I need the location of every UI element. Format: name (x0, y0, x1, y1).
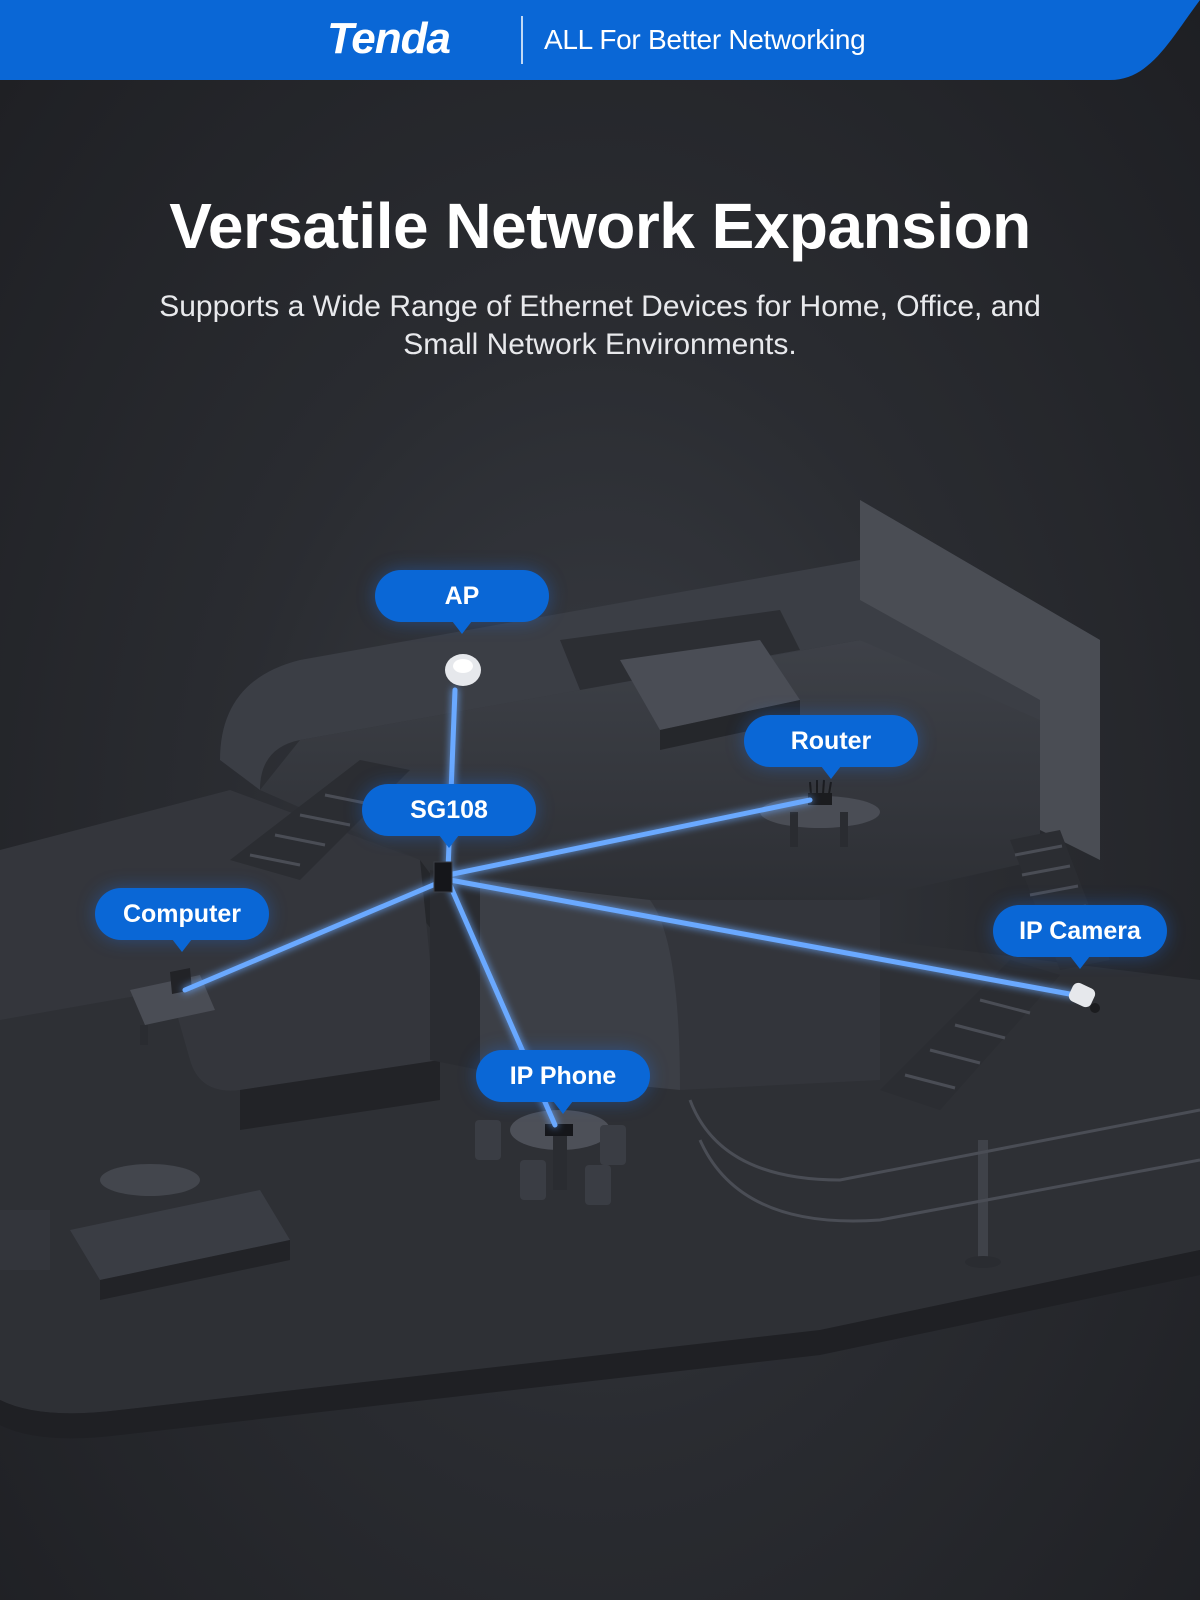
left-stairs (230, 760, 410, 880)
callout-sg108: SG108 (362, 784, 536, 848)
brand-tagline: ALL For Better Networking (544, 24, 866, 55)
page-title: Versatile Network Expansion (169, 190, 1031, 262)
callout-ip-phone: IP Phone (476, 1050, 650, 1114)
path-outlines (688, 1099, 1200, 1223)
ap-device (445, 654, 481, 686)
left-platform (0, 790, 440, 1130)
network-links (182, 687, 1078, 1128)
banner-divider (521, 16, 523, 64)
page-subtitle: Supports a Wide Range of Ethernet Device… (159, 290, 1041, 361)
link-router (445, 797, 813, 878)
callout-ap: AP (375, 570, 549, 634)
sg108-switch (433, 861, 453, 893)
callout-computer: Computer (95, 888, 269, 952)
ip-camera-device (1068, 982, 1100, 1013)
bed (560, 610, 800, 750)
top-banner: Tenda ALL For Better Networking (0, 0, 1200, 80)
banner-shape (0, 0, 1200, 80)
callout-ip-camera: IP Camera (993, 905, 1167, 969)
living-room (0, 1164, 290, 1300)
callout-router: Router (744, 715, 918, 779)
brand-logo: Tenda (327, 14, 451, 63)
link-computer (182, 877, 448, 993)
link-ip-camera (447, 877, 1078, 998)
dining-table (475, 1110, 626, 1205)
